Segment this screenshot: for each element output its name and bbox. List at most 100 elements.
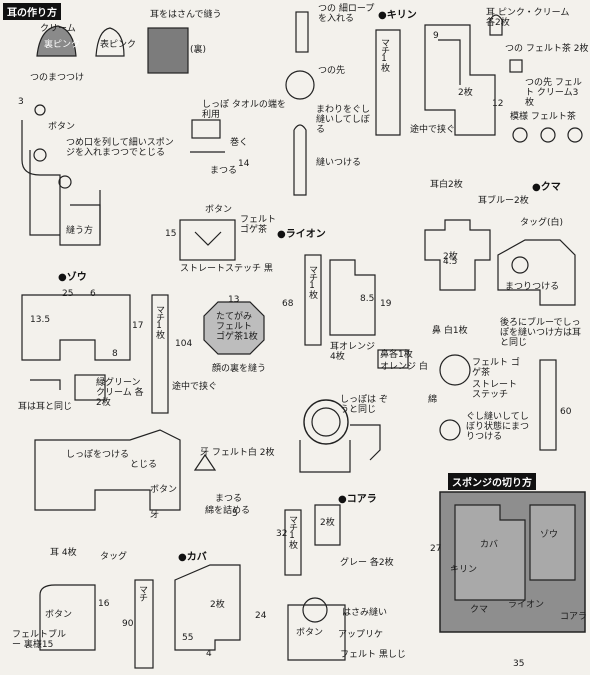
ear-back-label: 裏ピンク	[44, 40, 81, 50]
dim-3: 3	[18, 97, 24, 107]
sponge-piece-2	[529, 504, 576, 581]
kirin-ear-small	[489, 14, 503, 36]
zou-green-label: 緑グリーン クリーム 各2枚	[96, 378, 144, 408]
kirin-pattern-label: 模様 フェルト茶	[510, 112, 576, 122]
zou-same-ear-label: 耳は耳と同じ	[18, 402, 73, 412]
lion-nose-label: 鼻 白1枚	[432, 326, 468, 336]
kuma-two-label: 2枚	[443, 252, 458, 262]
ear-back-shape	[36, 25, 77, 57]
kirin-horn-circle	[285, 70, 315, 100]
dim-15: 15	[165, 229, 177, 239]
horn-note: つめ口を列して細いスポンジを入れまつつでとじる	[66, 138, 174, 158]
zou-wrap-label: 綿を詰める	[205, 506, 251, 516]
section-sponge-header: スポンジの切り方	[448, 473, 536, 490]
kuma-blue-label: 耳ブルー2枚	[478, 196, 529, 206]
zou-close-label: とじる	[130, 460, 158, 470]
lion-button-label: ボタン	[205, 205, 233, 215]
lion-sewhair-label: 顔の裏を縫う	[212, 364, 267, 374]
lion-face-rect	[179, 219, 236, 261]
kirin-two-label: 2枚	[458, 88, 473, 98]
lion-nose2-label: 鼻各1枚	[380, 350, 413, 360]
lion-orange-white-label: オレンジ 白	[380, 362, 428, 372]
kuma-sewon-label: まつりつける	[505, 282, 560, 292]
tail-sew-label: まつる	[210, 166, 238, 176]
kirin-insert-label: 途中で挟ぐ	[410, 125, 456, 135]
section-kirin-header: ●キリン	[378, 10, 417, 21]
tail-towel-rect	[191, 119, 221, 139]
dim-16: 16	[98, 599, 110, 609]
sponge-piece-1	[454, 504, 526, 601]
koala-grey-label: グレー 各2枚	[340, 558, 394, 568]
dim-25: 25	[62, 289, 74, 299]
dim-17: 17	[132, 321, 144, 331]
label-B-circle	[58, 175, 72, 189]
koala-machi-label: マチ1枚	[287, 515, 297, 548]
dim-90: 90	[122, 619, 134, 629]
dim-8: 8	[112, 349, 118, 359]
sponge-zou-label: ゾウ	[540, 530, 559, 540]
dim-32: 32	[276, 529, 288, 539]
lion-wrap-label: ぐし縫いしてしぼり状態にまつりつける	[466, 412, 530, 442]
kaba-felt-label: フェルトブルー 裏様15	[12, 630, 67, 650]
horn-plate-label: 縫う方	[66, 226, 94, 236]
giraffe-inner-line	[438, 39, 461, 85]
kirin-machi-label: マチ1枚	[379, 38, 389, 71]
horn-button-circle	[34, 104, 46, 116]
dim-6: 6	[90, 289, 96, 299]
kuma-nose-circle	[439, 354, 471, 386]
dim-104: 104	[175, 339, 193, 349]
dim-5: 5	[232, 509, 238, 519]
pattern-B-circle	[540, 127, 556, 143]
zou-felt-label: 牙 フェルト白 2枚	[200, 448, 275, 458]
kirin-sewon-label: 縫いつける	[316, 158, 362, 168]
dim-14: 14	[238, 159, 250, 169]
koala-machi-strip	[284, 509, 302, 576]
zou-tusk-label: 牙	[150, 510, 160, 520]
zou-sew-label: まつる	[215, 494, 243, 504]
zou-machi-strip	[151, 294, 169, 414]
kuma-back-shape	[497, 239, 576, 306]
pattern-C-circle	[567, 127, 583, 143]
dim-68: 68	[282, 299, 294, 309]
kaba-two-label: 2枚	[210, 600, 225, 610]
kirin-ear-felt-label: 耳 ピンク・クリーム 各2枚	[486, 8, 570, 28]
ear-front-shape	[95, 27, 125, 57]
koala-two-label: 2枚	[320, 518, 335, 528]
dim-9: 9	[433, 31, 439, 41]
horn-title: つのまつつけ	[30, 73, 85, 83]
zou-tusk-shape	[193, 453, 217, 471]
kaba-machi-label: マチ	[137, 585, 147, 601]
sponge-kirin-label: キリン	[450, 565, 478, 575]
kuma-note-label: 後ろにブルーでしっぽを縫いつけ方は耳と同じ	[500, 318, 582, 348]
giraffe-body-shape	[424, 24, 496, 136]
ear-front-label: 表ピンク	[100, 40, 137, 50]
zou-tail-label: しっぽをつける	[66, 450, 130, 460]
koala-head-circle	[302, 597, 328, 623]
koala-button-label: ボタン	[296, 628, 324, 638]
kaba-ear-label: 耳 4枚	[50, 548, 77, 558]
dim-19: 19	[380, 299, 392, 309]
lion-tail-label: しっぽは ぞうと同じ	[340, 395, 388, 415]
kirin-wrap-label: まわりをぐし縫いしてしぼる	[316, 105, 371, 135]
dim-60: 60	[560, 407, 572, 417]
lion-body-front	[299, 440, 351, 473]
lion-head-circle	[303, 399, 349, 445]
lion-tail-shape	[350, 424, 381, 461]
tail-towel-label: しっぽ タオルの端を利用	[202, 100, 286, 120]
lion-mane-shape	[203, 301, 265, 355]
sponge-koala-label: コアラ	[560, 612, 588, 622]
kuma-tag-label: タッグ(白)	[520, 218, 564, 228]
kirin-rope-rect	[295, 11, 309, 53]
kaba-machi-strip	[134, 579, 154, 669]
kuma-face-circle	[511, 256, 529, 274]
lion-face-mark	[194, 231, 222, 246]
lion-machi-strip	[304, 254, 322, 346]
dim-55: 55	[182, 633, 194, 643]
koala-felt-label: フェルト 黒しじ	[340, 650, 406, 660]
kirin-horn-tube	[293, 124, 307, 196]
kirin-horn-felt-label: つの フェルト茶 2枚	[505, 44, 589, 54]
lion-straight-label: ストレートステッチ	[472, 380, 518, 400]
kaba-body-shape	[174, 564, 241, 651]
